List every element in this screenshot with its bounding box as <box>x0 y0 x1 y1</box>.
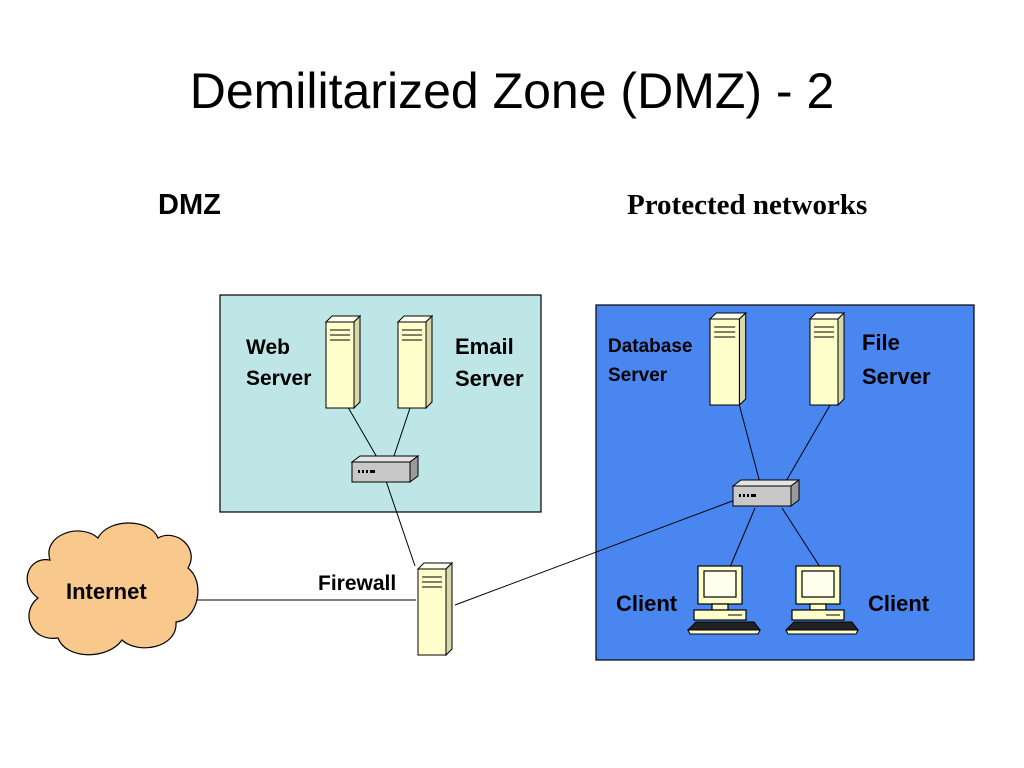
link-protected-hub-client-left <box>729 507 756 568</box>
protected-networks-heading: Protected networks <box>627 189 867 221</box>
server-tower-icon <box>809 312 845 406</box>
dmz-heading: DMZ <box>158 189 221 221</box>
client-right-node: Client <box>785 565 930 635</box>
cloud-icon <box>26 522 199 656</box>
link-firewall-dmz-hub <box>384 477 416 567</box>
file-server-node: File Server <box>809 312 931 406</box>
server-tower-icon <box>325 315 361 409</box>
email-server-label-line1: Email <box>455 334 514 359</box>
network-hub-icon <box>351 455 419 483</box>
server-tower-icon <box>417 562 453 656</box>
link-firewall-protected-hub <box>454 499 736 606</box>
web-server-label-line1: Web <box>246 336 290 359</box>
link-protected-hub-file-server <box>784 399 834 484</box>
client-right-label: Client <box>868 591 930 616</box>
internet-label: Internet <box>66 579 147 604</box>
server-tower-icon <box>709 312 747 406</box>
link-dmz-hub-email-server <box>392 401 413 460</box>
link-dmz-hub-web-server <box>344 401 379 460</box>
dmz-hub-node <box>351 455 419 483</box>
slide-title: Demilitarized Zone (DMZ) - 2 <box>189 63 835 119</box>
database-server-node: Database Server <box>608 312 747 406</box>
email-server-label-line2: Server <box>455 366 524 391</box>
database-server-label-line2: Server <box>608 365 668 386</box>
network-hub-icon <box>732 479 800 507</box>
email-server-node: Email Server <box>397 315 524 409</box>
firewall-label: Firewall <box>318 572 396 595</box>
client-left-node: Client <box>616 565 761 635</box>
file-server-label-line2: Server <box>862 364 931 389</box>
web-server-node: Web Server <box>246 315 361 409</box>
database-server-label-line1: Database <box>608 336 693 357</box>
firewall-node: Firewall <box>318 562 453 656</box>
web-server-label-line2: Server <box>246 367 311 390</box>
link-protected-hub-client-right <box>781 507 821 568</box>
network-links <box>196 399 834 606</box>
server-tower-icon <box>397 315 433 409</box>
file-server-label-line1: File <box>862 330 900 355</box>
client-left-label: Client <box>616 591 678 616</box>
internet-node: Internet <box>26 522 199 656</box>
link-protected-hub-database-server <box>737 399 761 484</box>
protected-hub-node <box>732 479 800 507</box>
